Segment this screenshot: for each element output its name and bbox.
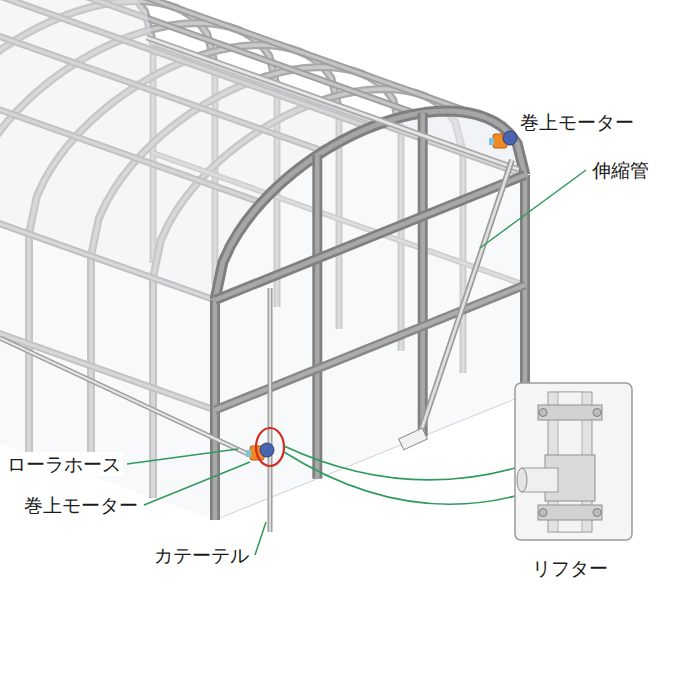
lifter-bolt	[593, 509, 601, 517]
leader-lines	[127, 170, 586, 555]
lifter-inset	[515, 383, 632, 540]
lifter-bracket	[538, 505, 602, 520]
front-post-highlight	[315, 155, 320, 478]
catheter-pole	[268, 288, 273, 532]
highlight-ring	[256, 428, 284, 466]
front-beam-highlight	[215, 285, 525, 410]
motor-gear	[260, 443, 274, 457]
inset-leader	[284, 446, 515, 480]
front-beam	[215, 285, 525, 410]
pipe-foot	[399, 428, 428, 450]
lifter-bracket	[538, 405, 602, 420]
inset-leader	[284, 452, 515, 504]
roller-hose	[0, 338, 250, 455]
part-label: ローラホース	[5, 452, 123, 476]
part-label: リフター	[530, 556, 610, 580]
front-post	[312, 155, 322, 478]
part-label: カテーテル	[152, 543, 251, 567]
leader-line	[144, 462, 250, 505]
motor-cap	[246, 450, 251, 457]
leader-line	[127, 449, 238, 464]
front-arch	[215, 111, 525, 300]
side-film	[0, 168, 215, 520]
leader-line	[255, 522, 266, 555]
roller-hose-highlight	[0, 338, 250, 455]
lifter-bolt	[593, 409, 601, 417]
front-post	[418, 113, 428, 436]
front-post-highlight	[420, 113, 425, 436]
inset-frame	[515, 383, 632, 540]
leader-line	[480, 170, 586, 248]
plastic-film	[0, 0, 525, 520]
part-label: 伸縮管	[590, 158, 651, 182]
motor-gear	[503, 131, 517, 145]
front-film	[215, 111, 525, 520]
telescopic-pipe-highlight	[418, 160, 512, 440]
catheter-pole-highlight	[269, 288, 271, 532]
lifter-bolt	[539, 509, 547, 517]
lifter-bolt	[539, 409, 547, 417]
side-winding-motor	[246, 443, 274, 460]
roll-hose	[147, 38, 519, 170]
part-label: 巻上モーター	[518, 110, 636, 134]
front-beam-highlight	[215, 175, 525, 300]
part-label: 巻上モーター	[22, 493, 140, 517]
motor-cap	[489, 138, 494, 145]
front-beam	[215, 175, 525, 300]
lifter-tube-end	[517, 468, 527, 492]
front-frame	[215, 111, 525, 520]
top-winding-motor	[489, 131, 517, 148]
roll-hose-highlight	[147, 38, 519, 170]
equipment	[0, 38, 519, 533]
telescopic-pipe	[418, 160, 512, 440]
front-arch-highlight	[215, 111, 525, 300]
